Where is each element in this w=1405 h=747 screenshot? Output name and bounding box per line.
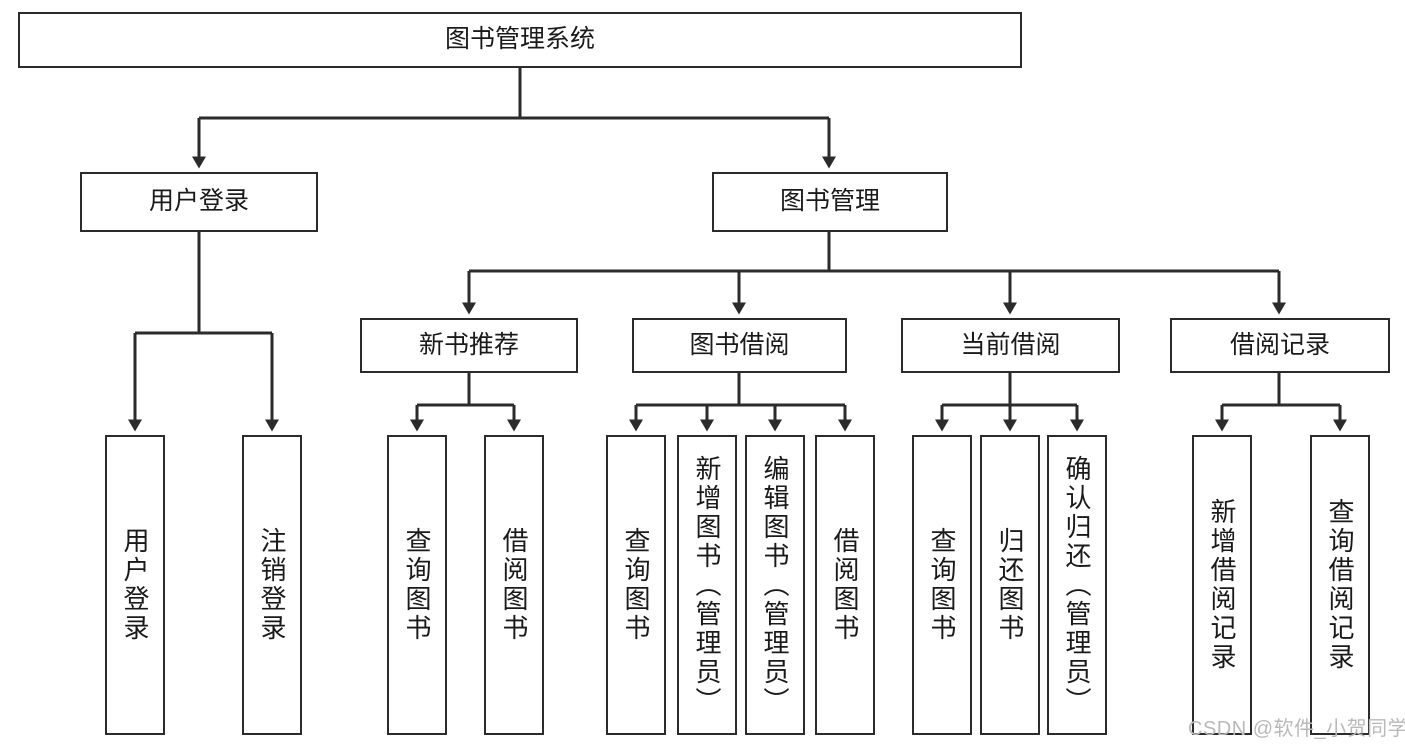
node-root-label: 图书管理系统	[444, 25, 595, 54]
node-leaf-query-book-2[interactable]: 查询图书	[606, 435, 666, 735]
node-leaf-query-record-label: 查询借阅记录	[1325, 498, 1355, 672]
node-leaf-user-login[interactable]: 用户登录	[105, 435, 165, 735]
node-new-book-recommend[interactable]: 新书推荐	[360, 318, 578, 373]
node-leaf-logout[interactable]: 注销登录	[242, 435, 302, 735]
node-book-borrow[interactable]: 图书借阅	[632, 318, 847, 373]
node-leaf-add-book-label: 新增图书（管理员）	[692, 454, 722, 716]
node-leaf-add-record-label: 新增借阅记录	[1207, 498, 1237, 672]
node-book-manage-label: 图书管理	[779, 187, 880, 216]
node-borrow-record-label: 借阅记录	[1229, 330, 1330, 359]
node-leaf-borrow-book-2[interactable]: 借阅图书	[815, 435, 875, 735]
node-user-login[interactable]: 用户登录	[80, 172, 318, 232]
watermark-text: CSDN @软件_小贺同学	[1188, 718, 1405, 740]
node-user-login-label: 用户登录	[148, 187, 249, 216]
node-leaf-query-book-1-label: 查询图书	[402, 527, 432, 643]
node-leaf-confirm-return-label: 确认归还（管理员）	[1062, 454, 1092, 716]
node-leaf-add-book[interactable]: 新增图书（管理员）	[677, 435, 737, 735]
node-new-book-recommend-label: 新书推荐	[418, 330, 519, 359]
node-leaf-edit-book-label: 编辑图书（管理员）	[760, 454, 790, 716]
node-borrow-record[interactable]: 借阅记录	[1170, 318, 1390, 373]
node-leaf-borrow-book-1-label: 借阅图书	[499, 527, 529, 643]
node-book-borrow-label: 图书借阅	[689, 330, 790, 359]
node-leaf-logout-label: 注销登录	[257, 527, 287, 643]
node-book-manage[interactable]: 图书管理	[712, 172, 948, 232]
node-leaf-user-login-label: 用户登录	[120, 527, 150, 643]
node-leaf-edit-book[interactable]: 编辑图书（管理员）	[745, 435, 805, 735]
node-root[interactable]: 图书管理系统	[18, 12, 1022, 68]
node-leaf-return-book[interactable]: 归还图书	[980, 435, 1040, 735]
node-leaf-query-record[interactable]: 查询借阅记录	[1310, 435, 1370, 735]
node-leaf-query-book-2-label: 查询图书	[621, 527, 651, 643]
node-current-borrow-label: 当前借阅	[960, 330, 1061, 359]
node-leaf-add-record[interactable]: 新增借阅记录	[1192, 435, 1252, 735]
node-leaf-query-book-3[interactable]: 查询图书	[912, 435, 972, 735]
node-leaf-borrow-book-1[interactable]: 借阅图书	[484, 435, 544, 735]
node-leaf-borrow-book-2-label: 借阅图书	[830, 527, 860, 643]
node-leaf-query-book-1[interactable]: 查询图书	[387, 435, 447, 735]
node-leaf-confirm-return[interactable]: 确认归还（管理员）	[1047, 435, 1107, 735]
node-current-borrow[interactable]: 当前借阅	[901, 318, 1120, 373]
node-leaf-query-book-3-label: 查询图书	[927, 527, 957, 643]
node-leaf-return-book-label: 归还图书	[995, 527, 1025, 643]
